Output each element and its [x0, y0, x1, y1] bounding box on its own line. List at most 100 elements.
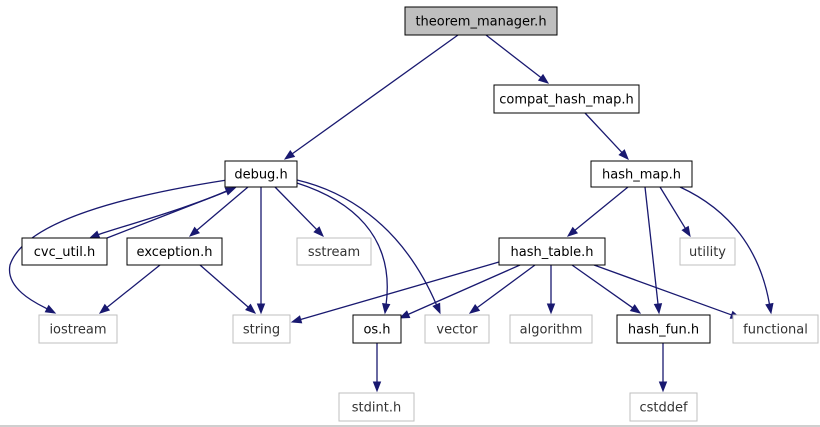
edge-line — [407, 264, 521, 315]
edge-line — [571, 264, 634, 309]
node-box — [296, 237, 372, 266]
edge-line — [296, 182, 388, 305]
node-box — [509, 314, 593, 344]
node-label: hash_map.h — [602, 168, 681, 183]
node-string: string — [232, 314, 291, 344]
node-box — [232, 314, 291, 344]
edge-exception-to-iostream — [98, 264, 161, 314]
edge-line — [476, 264, 536, 309]
node-label: debug.h — [234, 168, 287, 183]
arrowhead — [658, 381, 668, 393]
arrowhead — [372, 381, 382, 393]
arrowhead — [765, 302, 774, 315]
node-stdint: stdint.h — [338, 392, 415, 422]
edge-debug-to-string — [256, 187, 266, 315]
node-label: iostream — [49, 323, 106, 338]
edge-os-to-stdint — [372, 343, 382, 393]
edge-line — [98, 186, 236, 236]
arrowhead — [188, 226, 200, 237]
edge-debug-to-cvc_util — [88, 186, 236, 239]
edge-hash_map-to-hash_table — [566, 186, 629, 237]
arrowhead — [398, 310, 411, 319]
node-label: vector — [436, 323, 478, 338]
edge-line — [199, 264, 249, 308]
edge-hash_fun-to-cstddef — [658, 343, 668, 393]
edge-hash_map-to-hash_fun — [644, 186, 663, 315]
node-label: hash_table.h — [510, 245, 593, 260]
edge-debug-to-sstream — [274, 186, 324, 237]
edge-hash_map-to-functional — [679, 186, 774, 315]
node-label: stdint.h — [352, 401, 401, 416]
node-box — [352, 314, 402, 344]
arrowhead — [546, 303, 556, 315]
node-functional: functional — [732, 314, 819, 344]
node-hash-fun[interactable]: hash_fun.h — [616, 314, 711, 344]
node-hash-table[interactable]: hash_table.h — [498, 237, 606, 266]
edge-line — [291, 34, 459, 155]
arrowhead — [290, 315, 303, 324]
node-label: hash_fun.h — [628, 323, 699, 338]
arrowhead — [256, 303, 266, 315]
node-sstream: sstream — [296, 237, 372, 266]
node-compat-hash-map[interactable]: compat_hash_map.h — [493, 84, 640, 114]
arrowhead — [88, 230, 101, 239]
edge-line — [106, 264, 161, 308]
edge-hash_table-to-os — [398, 264, 521, 319]
node-layer: theorem_manager.h compat_hash_map.h debug.… — [21, 6, 819, 422]
edge-line — [106, 190, 227, 239]
edge-line — [274, 186, 318, 231]
edge-cvc_util-to-debug — [106, 187, 237, 239]
edge-line — [644, 186, 659, 305]
node-cvc-util[interactable]: cvc_util.h — [21, 237, 108, 266]
node-label: theorem_manager.h — [415, 15, 546, 30]
node-box — [38, 314, 118, 344]
node-label: exception.h — [137, 245, 213, 260]
edge-line — [574, 186, 629, 231]
edge-debug-to-exception — [188, 186, 249, 237]
node-algorithm: algorithm — [509, 314, 593, 344]
edge-line — [659, 186, 686, 229]
arrowhead — [653, 303, 663, 315]
node-debug[interactable]: debug.h — [224, 160, 298, 188]
arrowhead — [432, 302, 441, 315]
node-box — [493, 84, 640, 114]
arrowhead — [618, 149, 629, 161]
arrowhead — [224, 187, 237, 196]
node-box — [126, 237, 223, 266]
node-label: os.h — [363, 323, 390, 338]
edge-line — [593, 264, 732, 316]
node-label: cvc_util.h — [34, 245, 95, 260]
arrowhead — [537, 73, 550, 84]
edge-line — [485, 34, 542, 79]
arrowhead — [313, 226, 324, 237]
edge-exception-to-string — [199, 264, 257, 314]
node-utility: utility — [679, 237, 736, 266]
node-box — [616, 314, 711, 344]
arrowhead — [629, 304, 642, 314]
node-box — [629, 392, 698, 422]
edge-line — [296, 179, 438, 305]
edge-debug-to-os — [296, 182, 391, 315]
node-os[interactable]: os.h — [352, 314, 402, 344]
edge-line — [679, 186, 771, 305]
edge-hash_table-to-vector — [468, 264, 536, 314]
arrowhead — [44, 304, 57, 314]
node-box — [732, 314, 819, 344]
node-label: compat_hash_map.h — [499, 93, 634, 108]
node-box — [338, 392, 415, 422]
node-exception[interactable]: exception.h — [126, 237, 223, 266]
arrowhead — [681, 225, 691, 238]
arrowhead — [283, 150, 296, 160]
arrowhead — [566, 226, 579, 237]
edge-hash_map-to-utility — [659, 186, 691, 238]
edge-compat_hash_map-to-hash_map — [584, 112, 629, 161]
arrowhead — [98, 303, 111, 314]
edge-hash_table-to-algorithm — [546, 265, 556, 315]
node-hash-map[interactable]: hash_map.h — [590, 160, 693, 188]
node-theorem-manager[interactable]: theorem_manager.h — [404, 6, 558, 36]
node-box — [404, 6, 558, 36]
edge-layer — [9, 34, 774, 393]
node-cstddef: cstddef — [629, 392, 698, 422]
arrowhead — [382, 303, 391, 315]
